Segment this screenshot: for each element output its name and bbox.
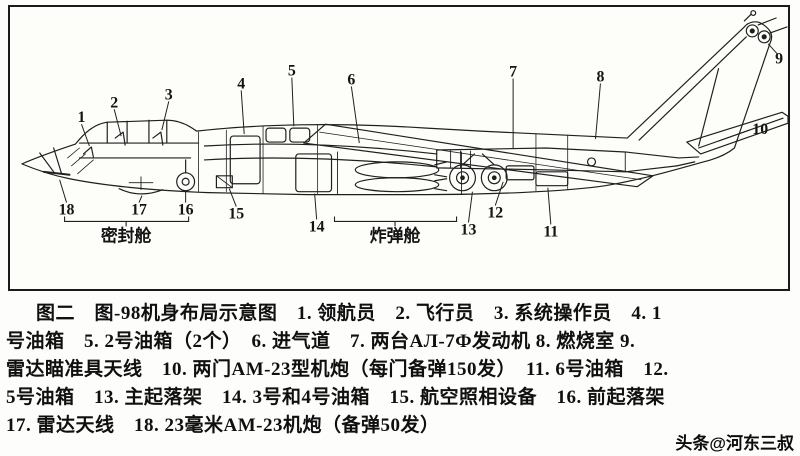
wing-inner-line [319, 131, 642, 181]
figure-caption: 图二 图-98机身布局示意图 1. 领航员 2. 飞行员 3. 系统操作员 4.… [6, 300, 796, 440]
bomb-lower [354, 177, 440, 193]
combustion-chamber [586, 157, 597, 167]
watermark: 头条@河东三叔 [675, 434, 794, 453]
bomb-lower-fins [434, 178, 448, 192]
callout-10: 10 [752, 121, 768, 138]
callout-16: 16 [178, 201, 194, 218]
bomb-bay-bracket [333, 216, 458, 227]
bomb-upper-fins [434, 161, 448, 178]
callout-18: 18 [59, 201, 75, 218]
camera-box [215, 175, 233, 189]
callout-9: 9 [775, 51, 783, 68]
callout-6: 6 [347, 71, 355, 88]
callout-2: 2 [110, 94, 118, 111]
label-sealed-cabin: 密封舱 [101, 225, 152, 245]
nose-radar-bulge [118, 188, 164, 195]
seat-operator [152, 131, 164, 146]
aircraft-cutaway-diagram: 1 2 3 4 5 6 7 8 9 10 11 12 13 14 15 16 1… [21, 10, 788, 245]
bomb-upper [354, 161, 440, 179]
nose-wheel [176, 172, 196, 192]
callout-17: 17 [131, 201, 147, 218]
fuel-tank-2a [265, 127, 287, 143]
sealed-cabin-bracket [64, 216, 190, 227]
tail-gun-turret [745, 24, 759, 38]
leader-lines [59, 43, 778, 225]
seat-pilot [114, 131, 126, 146]
callout-1: 1 [77, 109, 85, 126]
rudder-hinge-line [698, 68, 720, 147]
caption-line-4: 5号油箱 13. 主起落架 14. 3号和4号油箱 15. 航空照相设备 16.… [6, 387, 666, 408]
nose-cannon [42, 170, 71, 176]
callout-5: 5 [288, 63, 296, 80]
region-brackets [64, 216, 458, 227]
intake-duct [203, 143, 438, 168]
aircraft-drawing [21, 10, 788, 196]
fuselage-outline [21, 21, 773, 196]
callout-4: 4 [237, 75, 245, 92]
engine-outline [436, 147, 680, 173]
callout-14: 14 [309, 218, 325, 235]
gunsight-antenna [743, 13, 752, 22]
caption-line-3: 雷达瞄准具天线 10. 两门AM-23型机炮（每门备弹150发） 11. 6号油… [6, 359, 669, 380]
callout-7: 7 [509, 64, 517, 81]
canopy-frames [106, 119, 168, 144]
tail-gun-turret-2 [757, 30, 771, 44]
label-bomb-bay: 炸弹舱 [370, 225, 421, 245]
callout-numbers: 1 2 3 4 5 6 7 8 9 10 11 12 13 14 15 16 1… [59, 51, 783, 241]
wing-profile [303, 123, 654, 188]
nose-glazing [39, 147, 63, 175]
fin-inner-line [638, 36, 747, 141]
callout-13: 13 [461, 221, 477, 238]
fuel-tank-1 [229, 135, 261, 185]
callout-3: 3 [165, 86, 173, 103]
callout-8: 8 [596, 69, 604, 86]
seat-navigator [82, 146, 94, 158]
bulkhead-lines [198, 124, 569, 195]
caption-line-2: 号油箱 5. 2号油箱（2个） 6. 进气道 7. 两台АЛ-7Ф发动机 8. … [6, 331, 636, 352]
caption-line-5: 17. 雷达天线 18. 23毫米AM-23机炮（备弹50发） [6, 415, 440, 436]
tail-gun-barrels [757, 17, 788, 34]
callout-11: 11 [543, 223, 558, 240]
caption-line-1: 图二 图-98机身布局示意图 1. 领航员 2. 飞行员 3. 系统操作员 4.… [36, 303, 662, 324]
fuel-tank-3-4 [295, 153, 333, 193]
engine-compressor-ticks [450, 149, 626, 173]
callout-15: 15 [228, 205, 244, 222]
nose-radar-dish [128, 176, 154, 191]
nose-hatching [67, 147, 94, 175]
fuel-tank-2b [289, 127, 311, 143]
tailplane [686, 111, 788, 155]
main-gear-strut [461, 153, 495, 166]
bomb-bay-walls [337, 151, 462, 195]
figure-frame: 1 2 3 4 5 6 7 8 9 10 11 12 13 14 15 16 1… [8, 5, 790, 291]
fuel-tank-6 [535, 171, 569, 187]
engine-nozzle [676, 156, 700, 167]
callout-12: 12 [487, 204, 503, 221]
